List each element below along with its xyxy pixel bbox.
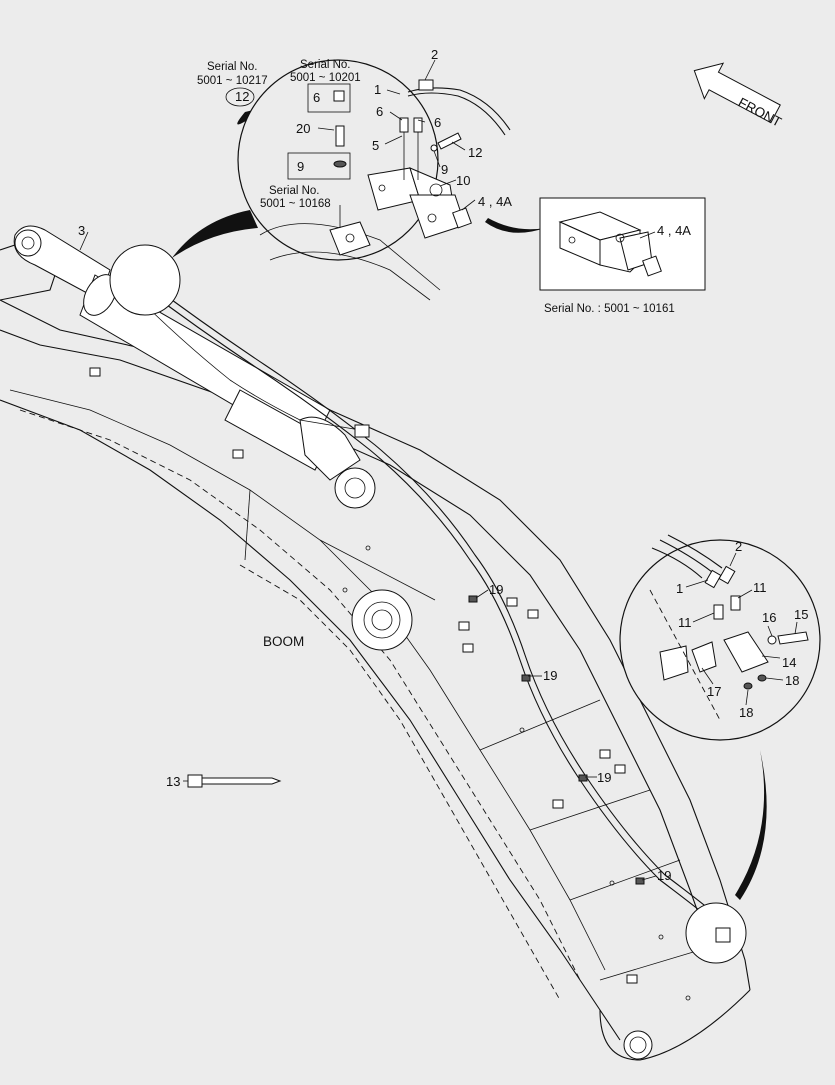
callout-12-oval [225, 87, 255, 107]
callout-b16: 16 [762, 610, 776, 625]
callout-b14: 14 [782, 655, 796, 670]
callout-19c: 19 [597, 770, 611, 785]
callout-2: 2 [431, 47, 438, 62]
callout-b11a: 11 [753, 580, 767, 595]
callout-5: 5 [372, 138, 379, 153]
detail-box-caption: Serial No. : 5001 ~ 10161 [544, 303, 675, 315]
callout-19d: 19 [657, 868, 671, 883]
callout-b17: 17 [707, 684, 721, 699]
box9-label: 9 [297, 159, 304, 174]
detail-box-valve [485, 197, 706, 291]
serial-b-title: Serial No. [300, 59, 351, 71]
serial-box-6 [307, 83, 351, 113]
serial-b-range: 5001 ~ 10201 [290, 72, 361, 84]
callout-19a: 19 [489, 582, 503, 597]
serial-c-title: Serial No. [269, 185, 320, 197]
box6-label: 6 [313, 90, 320, 105]
callout-6a: 6 [376, 104, 383, 119]
front-arrow [693, 62, 781, 124]
cable-tie [183, 774, 282, 788]
callout-20: 20 [296, 121, 310, 136]
detail-circle-bottom [619, 534, 821, 964]
callout-19b: 19 [543, 668, 557, 683]
callout-b15: 15 [794, 607, 808, 622]
callout-4-4a: 4 , 4A [478, 194, 512, 209]
serial-a-title: Serial No. [207, 61, 258, 73]
callout-9: 9 [441, 162, 448, 177]
hose-lines [129, 279, 736, 936]
callout-12: 12 [468, 145, 482, 160]
serial-c-range: 5001 ~ 10168 [260, 198, 331, 210]
callout-b18a: 18 [785, 673, 799, 688]
callout-b11b: 11 [678, 615, 692, 630]
detail-box-callout: 4 , 4A [657, 223, 691, 238]
callout-1: 1 [374, 82, 381, 97]
boom-cylinder [13, 225, 376, 509]
callout-3: 3 [78, 223, 85, 238]
callout-12-serial: 12 [235, 89, 249, 104]
serial-box-9 [287, 152, 351, 180]
callout-6b: 6 [434, 115, 441, 130]
callout-b18b: 18 [739, 705, 753, 720]
detail-circle-top [109, 59, 511, 316]
callout-b1: 1 [676, 581, 683, 596]
callout-13: 13 [166, 774, 180, 789]
callout-b2: 2 [735, 539, 742, 554]
callout-10: 10 [456, 173, 470, 188]
serial-a-range: 5001 ~ 10217 [197, 75, 268, 87]
boom-structure [0, 239, 751, 1061]
boom-label: BOOM [263, 634, 304, 649]
